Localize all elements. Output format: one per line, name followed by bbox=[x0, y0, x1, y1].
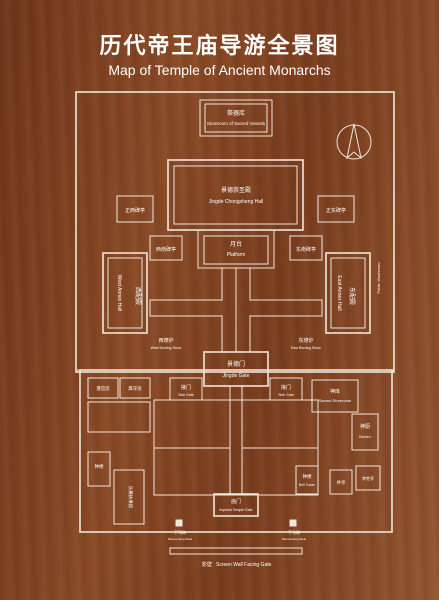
storeroom-label-en: Storeroom of Sacred Vessels bbox=[207, 121, 266, 126]
storeroom-building bbox=[199, 99, 273, 137]
east-walkway bbox=[249, 268, 323, 352]
jingde-gate-label-en: Jingde Gate bbox=[223, 373, 250, 379]
northeast-pavilion bbox=[317, 195, 355, 223]
northeast-pavilion-label: 正东碑亭 bbox=[326, 207, 346, 214]
main-hall-building bbox=[167, 159, 304, 231]
main-hall-label-cn: 景德崇圣殿 bbox=[221, 186, 251, 194]
jingde-gate-label-cn: 景德门 bbox=[227, 360, 245, 368]
east-side-gate-label-en: Side Gate bbox=[278, 393, 294, 397]
map-title-chinese: 历代帝王庙导游全景图 bbox=[99, 34, 340, 59]
kitchen-label-cn: 神厨 bbox=[360, 423, 370, 430]
west-office-building bbox=[87, 377, 119, 399]
platform-inner bbox=[203, 235, 269, 265]
screen-wall bbox=[169, 547, 303, 555]
temple-gate-label-cn: 庙门 bbox=[231, 498, 241, 505]
west-music-hall bbox=[113, 469, 145, 525]
well-pavilion-label: 井亭 bbox=[337, 479, 346, 486]
west-annex-label-en: West Annex Hall bbox=[116, 275, 122, 312]
west-dismount-label-cn: 下马碑 bbox=[174, 529, 186, 535]
platform-label-cn: 月台 bbox=[230, 240, 242, 248]
west-dismount-label-en: Dismounting Stele bbox=[168, 537, 193, 541]
public-washroom-label: Public Washroom bbox=[376, 262, 381, 294]
bell-tower-label-en: Bell Tower bbox=[299, 483, 316, 487]
west-burner-label-cn: 西燎炉 bbox=[158, 337, 173, 344]
sacred-storeroom-label-en: Sacred Storeroom bbox=[319, 398, 352, 403]
west-annex-label-cn: 西配殿 bbox=[134, 287, 141, 305]
kitchen-building bbox=[351, 413, 379, 451]
screen-wall-label-cn: 影壁 bbox=[202, 561, 212, 568]
kitchen-label-en: Kitchen bbox=[359, 435, 371, 439]
sacred-storeroom bbox=[311, 379, 359, 413]
bell-tower-label-cn: 钟楼 bbox=[303, 473, 312, 480]
southwest-pavilion-label: 西南碑亭 bbox=[156, 246, 176, 253]
southeast-pavilion bbox=[289, 235, 323, 261]
butcher-pavilion bbox=[355, 465, 381, 491]
west-annex-inner bbox=[107, 257, 143, 329]
bell-tower bbox=[295, 465, 319, 495]
temple-gate-label-en: Imperial Temple Gate bbox=[219, 508, 252, 512]
east-annex-label-en: East Annex Hall bbox=[336, 275, 342, 310]
sacred-storeroom-label-cn: 神库 bbox=[330, 388, 340, 395]
storeroom-label-cn: 祭器库 bbox=[227, 109, 245, 117]
east-side-gate-label-cn: 掖门 bbox=[281, 384, 291, 391]
storeroom-inner bbox=[204, 103, 268, 133]
west-walkway bbox=[149, 268, 223, 352]
east-annex-hall bbox=[325, 252, 371, 334]
west-music-hall-label: 乐舞执事房 bbox=[127, 486, 134, 509]
north-arrow-icon bbox=[336, 124, 372, 160]
northwest-pavilion bbox=[116, 195, 154, 223]
inner-compound-wall bbox=[75, 91, 395, 373]
well-pavilion bbox=[329, 469, 353, 495]
main-hall-inner bbox=[173, 165, 298, 225]
north-arrow-pointer-icon bbox=[346, 123, 362, 160]
east-burner-label-cn: 东燎炉 bbox=[298, 337, 313, 344]
screen-wall-label-en: Screen Wall Facing Gate bbox=[216, 562, 272, 568]
butcher-pavilion-label: 宰牲亭 bbox=[362, 475, 374, 481]
west-courtyard-block bbox=[87, 401, 151, 433]
southwest-pavilion bbox=[149, 235, 183, 261]
east-dismount-label-cn: 下马碑 bbox=[288, 529, 300, 535]
west-office-label: 遣官房 bbox=[96, 385, 110, 392]
east-burner-label-en: East Burning Stove bbox=[291, 346, 321, 350]
northwest-pavilion-label: 正西碑亭 bbox=[125, 207, 145, 214]
west-burner-label-en: West Burning Stove bbox=[151, 346, 182, 350]
drum-tower-label: 钟楼 bbox=[95, 463, 104, 470]
west-annex-hall bbox=[102, 252, 148, 334]
east-annex-label-cn: 东配殿 bbox=[348, 287, 356, 305]
east-annex-inner bbox=[330, 257, 366, 329]
west-keeper-building bbox=[119, 377, 151, 399]
west-dismount-stele bbox=[175, 519, 183, 527]
jingde-gate-building bbox=[203, 351, 269, 387]
west-side-gate-label-en: Side Gate bbox=[178, 393, 194, 397]
west-side-gate-label-cn: 掖门 bbox=[181, 384, 191, 391]
east-dismount-stele bbox=[289, 519, 297, 527]
main-hall-label-en: Jingde Chongsheng Hall bbox=[209, 199, 263, 205]
southeast-pavilion-label: 东南碑亭 bbox=[296, 246, 316, 253]
imperial-temple-gate bbox=[213, 493, 259, 517]
east-dismount-label-en: Dismounting Stele bbox=[282, 537, 307, 541]
map-title-english: Map of Temple of Ancient Monarchs bbox=[108, 62, 331, 78]
west-keeper-label: 典守房 bbox=[128, 385, 142, 392]
platform-label-en: Platform bbox=[227, 252, 246, 258]
drum-tower bbox=[87, 451, 111, 487]
